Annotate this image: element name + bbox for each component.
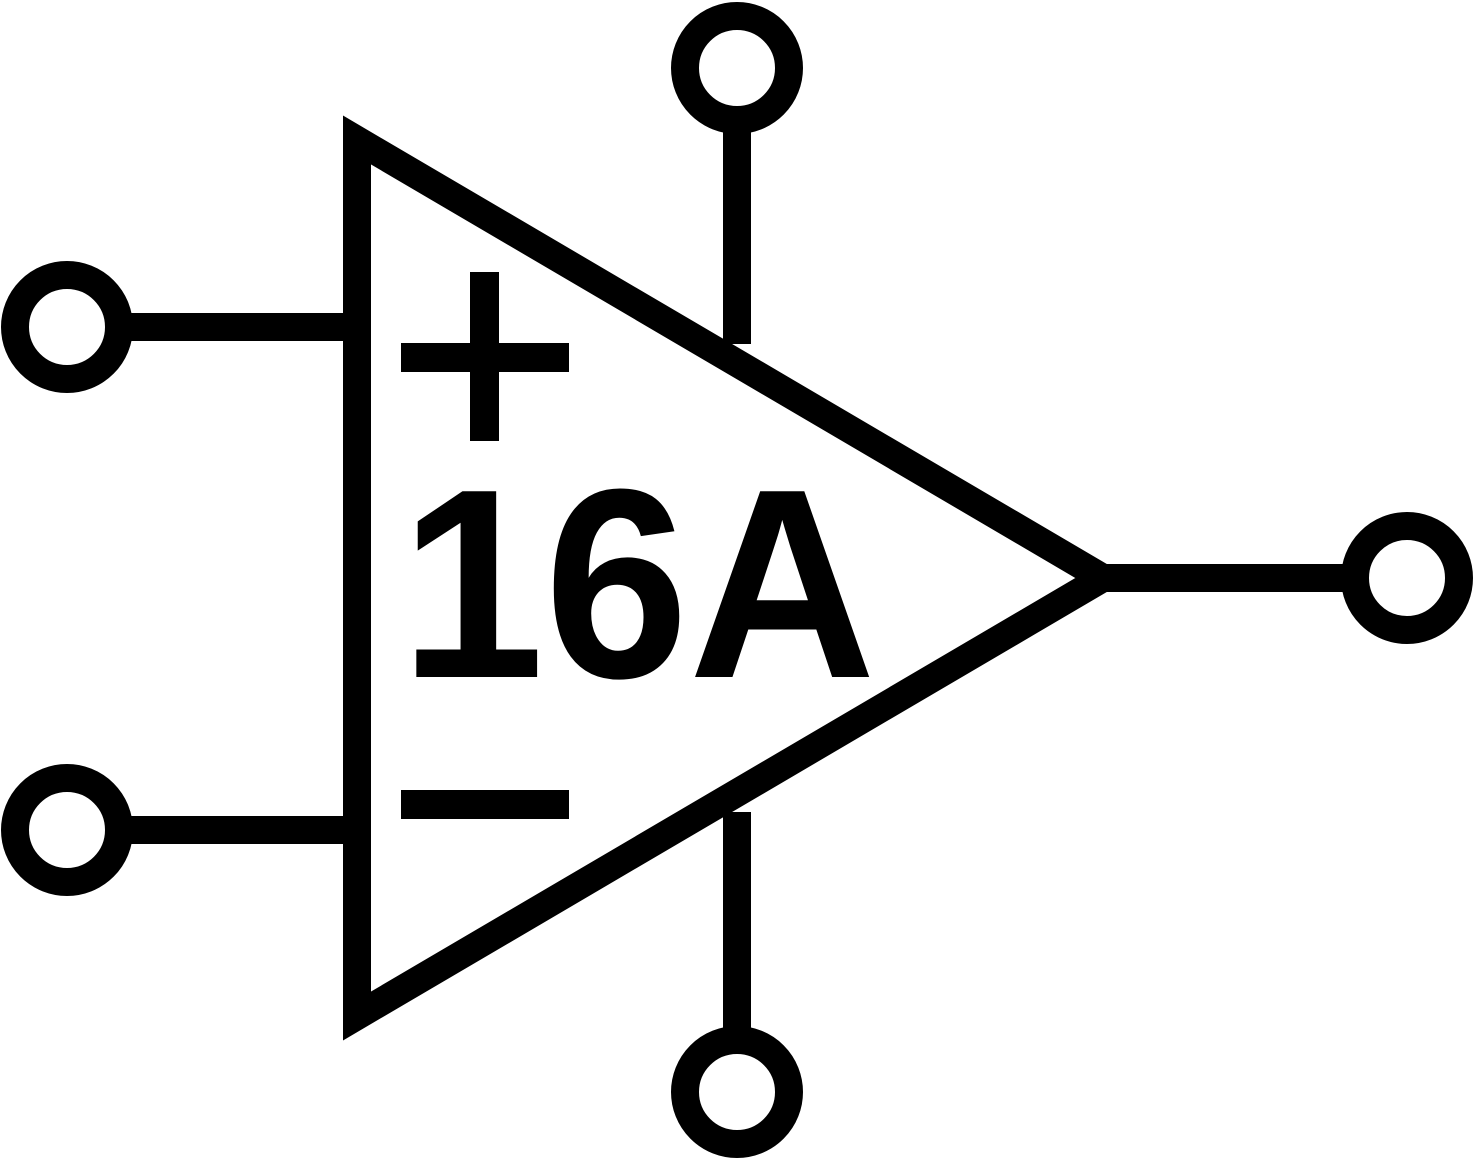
- minus-sign-icon: [401, 790, 569, 819]
- negative-supply-terminal: [671, 1026, 803, 1158]
- plus-sign-icon: [401, 272, 569, 441]
- positive-supply-terminal: [671, 2, 803, 134]
- inverting-input-terminal: [1, 764, 133, 896]
- output-terminal: [1341, 512, 1473, 644]
- non-inverting-input-terminal: [1, 261, 133, 393]
- amplifier-triangle: [343, 115, 1131, 1041]
- component-label: 16A: [400, 434, 876, 735]
